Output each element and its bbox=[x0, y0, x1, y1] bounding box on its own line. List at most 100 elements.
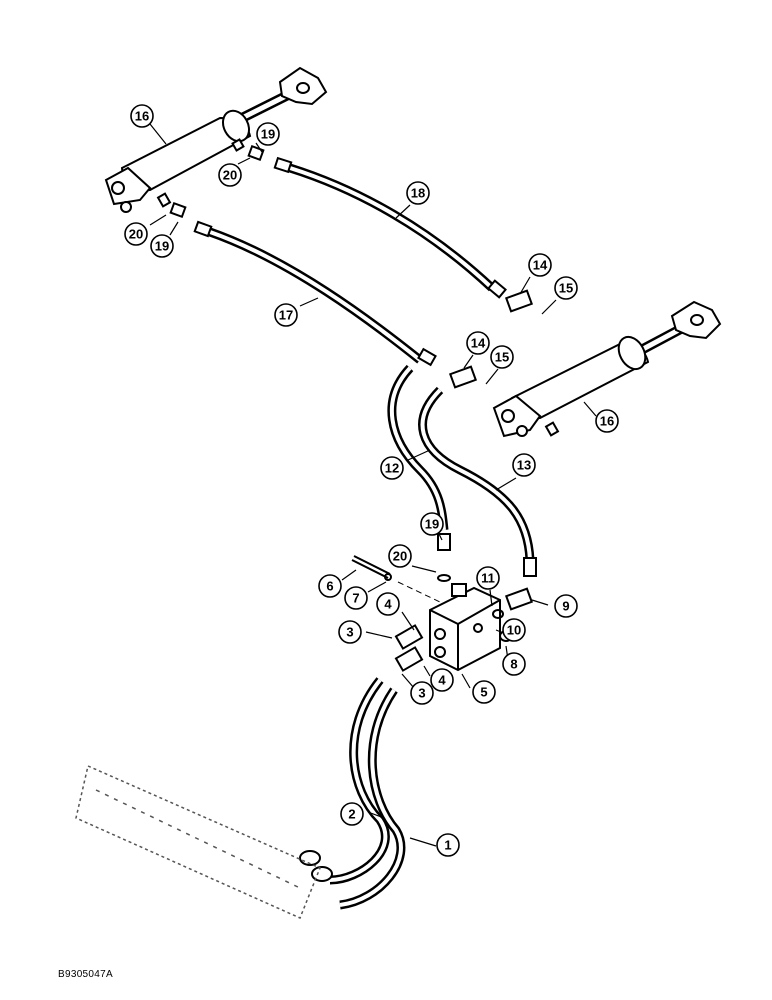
callout-label: 6 bbox=[326, 579, 333, 594]
callout-circle bbox=[502, 652, 526, 676]
callout-label: 4 bbox=[384, 597, 392, 612]
callout-circle bbox=[340, 802, 364, 826]
callout-label: 15 bbox=[495, 350, 509, 365]
callout-circle bbox=[218, 163, 242, 187]
callout-2: 2 bbox=[340, 802, 364, 826]
callout-4: 4 bbox=[430, 668, 454, 692]
callout-label: 19 bbox=[425, 517, 439, 532]
callout-19: 19 bbox=[420, 512, 444, 536]
callout-11: 11 bbox=[476, 566, 500, 590]
callout-circle bbox=[338, 620, 362, 644]
callout-label: 14 bbox=[533, 258, 548, 273]
callout-20: 20 bbox=[218, 163, 242, 187]
callout-circle bbox=[376, 592, 400, 616]
callout-circle bbox=[554, 276, 578, 300]
callout-label: 13 bbox=[517, 458, 531, 473]
hoses-1-and-2 bbox=[329, 677, 406, 910]
callout-label: 18 bbox=[411, 186, 425, 201]
callout-label: 8 bbox=[510, 657, 517, 672]
callout-label: 20 bbox=[223, 168, 237, 183]
callout-label: 20 bbox=[393, 549, 407, 564]
callout-20: 20 bbox=[124, 222, 148, 246]
callout-circle bbox=[430, 668, 454, 692]
callout-10: 10 bbox=[502, 618, 526, 642]
callout-label: 7 bbox=[352, 591, 359, 606]
callout-circle bbox=[124, 222, 148, 246]
callout-circle bbox=[595, 409, 619, 433]
callout-label: 19 bbox=[261, 127, 275, 142]
callout-circle bbox=[420, 512, 444, 536]
callout-circle bbox=[318, 574, 342, 598]
callout-6: 6 bbox=[318, 574, 342, 598]
callout-7: 7 bbox=[344, 586, 368, 610]
leader-lines bbox=[149, 123, 597, 847]
callout-circle bbox=[528, 253, 552, 277]
callout-circle bbox=[512, 453, 536, 477]
callout-4: 4 bbox=[376, 592, 400, 616]
valve-block bbox=[429, 583, 501, 672]
callout-circle bbox=[554, 594, 578, 618]
callout-3: 3 bbox=[338, 620, 362, 644]
callout-label: 4 bbox=[438, 673, 446, 688]
callout-circle bbox=[256, 122, 280, 146]
document-id: B9305047A bbox=[58, 969, 113, 980]
callout-circle bbox=[274, 303, 298, 327]
callout-label: 14 bbox=[471, 336, 486, 351]
callout-label: 15 bbox=[559, 281, 573, 296]
hose-12 bbox=[387, 364, 449, 531]
callout-label: 1 bbox=[444, 838, 451, 853]
hose-13 bbox=[418, 386, 537, 577]
callout-14: 14 bbox=[528, 253, 552, 277]
callout-circle bbox=[476, 566, 500, 590]
hose-18 bbox=[273, 156, 507, 299]
callout-19: 19 bbox=[150, 234, 174, 258]
callout-label: 3 bbox=[418, 686, 425, 701]
callout-3: 3 bbox=[410, 681, 434, 705]
callout-circle bbox=[406, 181, 430, 205]
callout-circle bbox=[388, 544, 412, 568]
callout-12: 12 bbox=[380, 456, 404, 480]
hydraulic-cylinder-lower bbox=[492, 300, 722, 438]
callout-circle bbox=[150, 234, 174, 258]
callout-1: 1 bbox=[436, 833, 460, 857]
callout-18: 18 bbox=[406, 181, 430, 205]
callout-20: 20 bbox=[388, 544, 412, 568]
callout-circle bbox=[344, 586, 368, 610]
frame-member bbox=[75, 764, 321, 920]
callout-circle bbox=[490, 345, 514, 369]
callout-label: 17 bbox=[279, 308, 293, 323]
callout-15: 15 bbox=[554, 276, 578, 300]
callout-8: 8 bbox=[502, 652, 526, 676]
callout-label: 11 bbox=[481, 571, 495, 586]
callout-circle bbox=[502, 618, 526, 642]
fittings bbox=[169, 144, 534, 882]
callout-circle bbox=[380, 456, 404, 480]
callout-label: 20 bbox=[129, 227, 143, 242]
callout-circle bbox=[130, 104, 154, 128]
callout-9: 9 bbox=[554, 594, 578, 618]
callout-label: 3 bbox=[346, 625, 353, 640]
hydraulic-cylinder-upper bbox=[104, 66, 328, 213]
callout-19: 19 bbox=[256, 122, 280, 146]
callout-15: 15 bbox=[490, 345, 514, 369]
callout-label: 9 bbox=[562, 599, 569, 614]
callout-label: 12 bbox=[385, 461, 399, 476]
callout-circle bbox=[466, 331, 490, 355]
callout-14: 14 bbox=[466, 331, 490, 355]
callout-16: 16 bbox=[595, 409, 619, 433]
bolt-and-washers bbox=[351, 555, 513, 642]
callout-label: 19 bbox=[155, 239, 169, 254]
callout-label: 2 bbox=[348, 807, 355, 822]
callout-16: 16 bbox=[130, 104, 154, 128]
callout-label: 10 bbox=[507, 623, 521, 638]
callout-circle bbox=[410, 681, 434, 705]
callout-circle bbox=[472, 680, 496, 704]
callout-label: 16 bbox=[135, 109, 149, 124]
callout-5: 5 bbox=[472, 680, 496, 704]
callout-17: 17 bbox=[274, 303, 298, 327]
callout-label: 16 bbox=[600, 414, 614, 429]
callout-circle bbox=[436, 833, 460, 857]
callout-13: 13 bbox=[512, 453, 536, 477]
